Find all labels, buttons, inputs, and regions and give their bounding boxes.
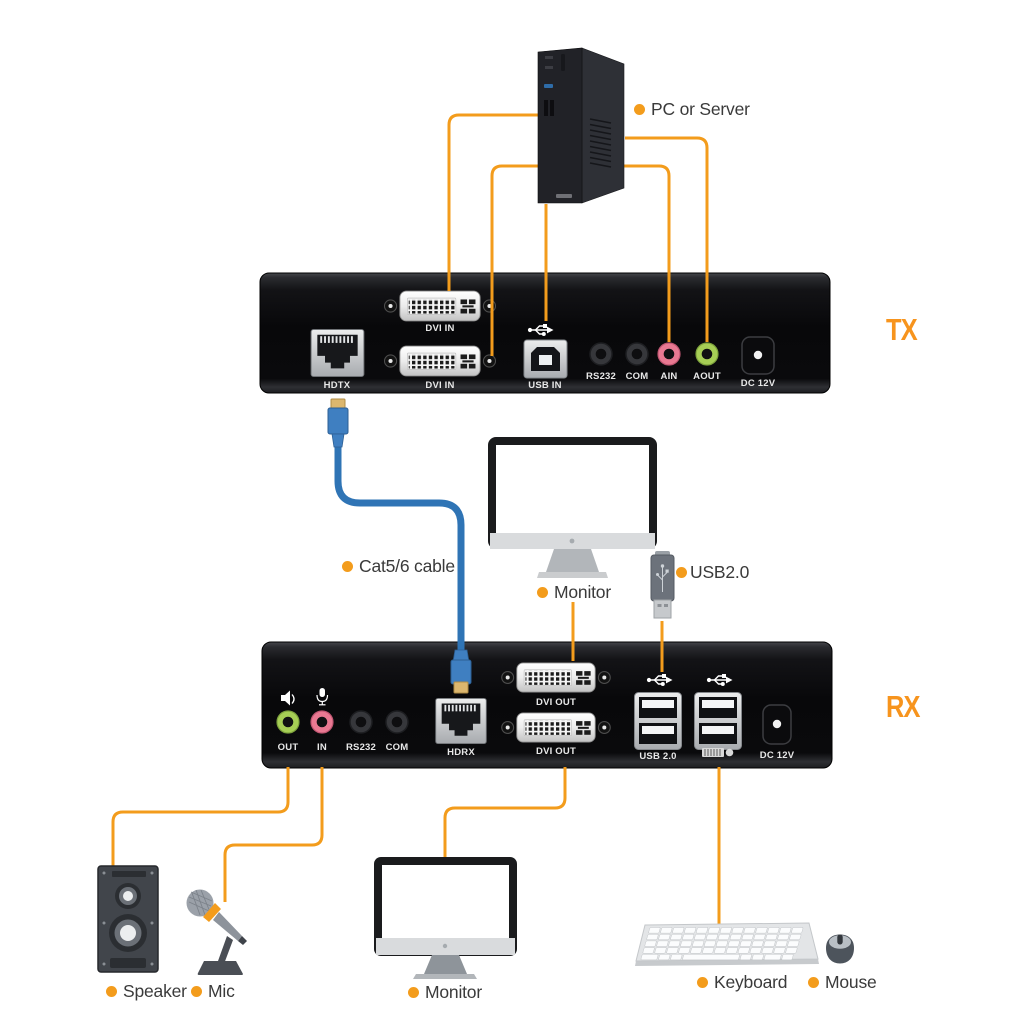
callout-monitor-bottom: Monitor xyxy=(408,982,482,1003)
rx-dvi-out-1-port xyxy=(501,662,611,693)
bullet-dot xyxy=(408,987,419,998)
pc-logo xyxy=(556,194,572,198)
bullet-dot xyxy=(697,977,708,988)
keyboard xyxy=(635,922,819,966)
tx-dc-label: DC 12V xyxy=(741,378,776,389)
callout-usb-stick: USB2.0 xyxy=(676,562,749,583)
mouse xyxy=(826,934,854,964)
tx-com-jack xyxy=(625,342,649,366)
tx-rs232-label: RS232 xyxy=(586,371,616,382)
line-pc-to-aout xyxy=(625,136,709,342)
rx-mic-icon xyxy=(316,688,329,706)
callout-cable: Cat5/6 cable xyxy=(342,556,455,577)
usb-stick xyxy=(650,551,675,619)
rx-usb-stack-2 xyxy=(694,692,742,750)
tx-hdtx-port xyxy=(310,329,365,377)
rx-dvi-out-1-label: DVI OUT xyxy=(536,697,576,708)
rx-dvi-out-2-label: DVI OUT xyxy=(536,746,576,757)
bullet-dot xyxy=(634,104,645,115)
monitor-bottom xyxy=(374,857,517,979)
rx-rs232-label: RS232 xyxy=(346,742,376,753)
rx-tag: RX xyxy=(886,689,921,724)
rx-com-label: COM xyxy=(386,742,409,753)
speaker xyxy=(97,865,159,973)
bullet-dot xyxy=(342,561,353,572)
callout-mic: Mic xyxy=(191,981,235,1002)
rx-speaker-icon xyxy=(281,690,295,706)
callout-pc-text: PC or Server xyxy=(651,99,750,119)
tx-unit: HDTX DVI IN DVI IN USB IN RS232 COM AIN xyxy=(259,272,831,394)
rj45-plug-top xyxy=(327,398,349,448)
rx-com-jack xyxy=(385,710,409,734)
tx-dvi-in-1-label: DVI IN xyxy=(425,323,454,334)
tx-dc-port xyxy=(741,336,775,375)
microphone xyxy=(186,889,247,975)
monitor-middle xyxy=(488,437,657,578)
line-in-to-mic xyxy=(223,767,324,902)
rj45-plug-bottom xyxy=(450,649,472,694)
rx-out-label: OUT xyxy=(278,742,299,753)
tx-ain-label: AIN xyxy=(661,371,678,382)
line-pc-to-dvi1 xyxy=(447,113,543,291)
callout-pc: PC or Server xyxy=(634,99,750,120)
bullet-dot xyxy=(808,977,819,988)
rx-dvi-out-2-port xyxy=(501,712,611,743)
callout-cable-text: Cat5/6 cable xyxy=(359,556,455,576)
cat5-cable xyxy=(327,398,472,694)
bullet-dot xyxy=(106,986,117,997)
bullet-dot xyxy=(191,986,202,997)
rx-keyboard-mouse-icon xyxy=(702,748,734,757)
callout-mouse: Mouse xyxy=(808,972,877,993)
rx-hdrx-label: HDRX xyxy=(447,747,475,758)
callout-keyboard: Keyboard xyxy=(697,972,788,993)
tx-dvi-in-2-port xyxy=(384,345,496,377)
tx-usb-in-label: USB IN xyxy=(528,380,561,391)
rx-dc-port xyxy=(762,704,792,745)
pc-side-vents xyxy=(589,118,612,168)
rx-in-label: IN xyxy=(317,742,327,753)
callout-monitor-top-text: Monitor xyxy=(554,582,611,602)
pc-tower xyxy=(537,47,625,204)
tx-aout-jack xyxy=(695,342,719,366)
callout-monitor-bottom-text: Monitor xyxy=(425,982,482,1002)
tx-hdtx-label: HDTX xyxy=(324,380,351,391)
rx-unit: OUT IN RS232 COM HDRX DVI OUT DVI OUT xyxy=(261,641,833,769)
rx-hdrx-port xyxy=(435,698,487,744)
tx-rs232-jack xyxy=(589,342,613,366)
rx-dc-label: DC 12V xyxy=(760,750,795,761)
callout-keyboard-text: Keyboard xyxy=(714,972,788,992)
callout-mic-text: Mic xyxy=(208,981,235,1001)
line-out-to-speaker xyxy=(111,767,290,867)
rx-in-jack xyxy=(310,710,334,734)
tx-com-label: COM xyxy=(626,371,649,382)
rx-rs232-jack xyxy=(349,710,373,734)
callout-monitor-top: Monitor xyxy=(537,582,611,603)
rx-usb20-label: USB 2.0 xyxy=(639,751,676,762)
line-dvi-out2-to-monitor xyxy=(443,767,567,857)
tx-ain-jack xyxy=(657,342,681,366)
bullet-dot xyxy=(676,567,687,578)
rx-out-jack xyxy=(276,710,300,734)
tx-dvi-in-1-port xyxy=(384,290,496,322)
callout-usb-stick-text: USB2.0 xyxy=(690,562,750,582)
callout-speaker: Speaker xyxy=(106,981,187,1002)
tx-aout-label: AOUT xyxy=(693,371,721,382)
callout-speaker-text: Speaker xyxy=(123,981,187,1001)
tx-usb-in-port xyxy=(523,339,568,379)
keyboard-keys xyxy=(640,927,804,961)
rx-usb-stack-1 xyxy=(634,692,682,750)
bullet-dot xyxy=(537,587,548,598)
callout-mouse-text: Mouse xyxy=(825,972,877,992)
tx-dvi-in-2-label: DVI IN xyxy=(425,380,454,391)
tx-tag: TX xyxy=(886,312,918,347)
